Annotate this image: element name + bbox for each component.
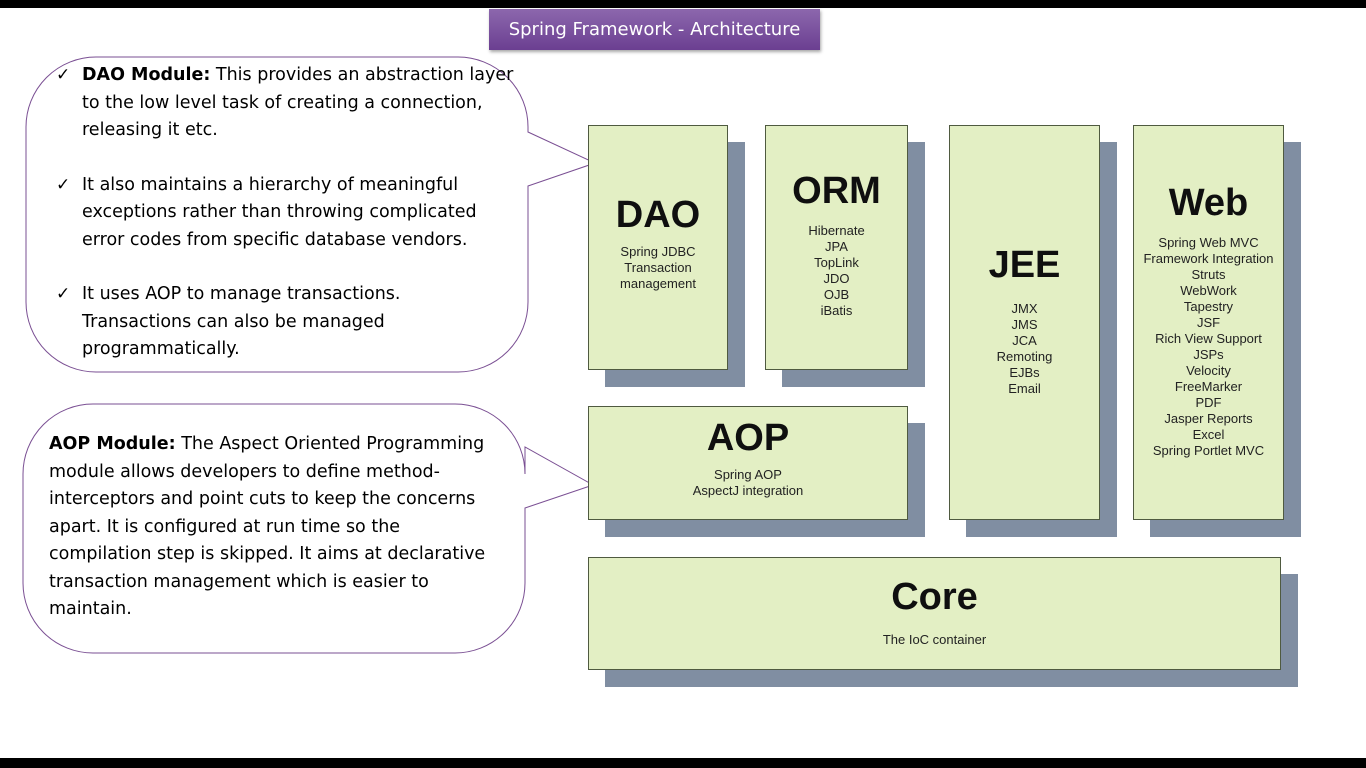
module-name: JEE xyxy=(988,244,1061,286)
module-item: Spring AOP xyxy=(714,467,782,482)
module-item: JSPs xyxy=(1193,347,1224,362)
module-item: JMS xyxy=(1011,317,1038,332)
dao-callout-bubble xyxy=(25,56,597,373)
module-item: JCA xyxy=(1012,333,1037,348)
dao-callout-item: ✓ It also maintains a hierarchy of meani… xyxy=(54,172,514,255)
module-item: JDO xyxy=(823,271,850,286)
dao-callout-item: ✓ It uses AOP to manage transactions. Tr… xyxy=(54,281,514,364)
module-item: Tapestry xyxy=(1183,299,1234,314)
top-bar xyxy=(0,0,1366,8)
module-item: OJB xyxy=(823,287,850,302)
module-item: management xyxy=(620,276,696,291)
module-item: Velocity xyxy=(1186,363,1231,378)
module-item: Excel xyxy=(1192,427,1225,442)
module-item: JSF xyxy=(1196,315,1221,330)
jee-module-block: JEE JMX JMS JCA Remoting EJBs Email xyxy=(949,125,1100,520)
module-item: Transaction xyxy=(624,260,692,275)
check-mark-icon: ✓ xyxy=(56,174,71,195)
module-item: Hibernate xyxy=(808,223,865,238)
dao-callout: ✓ DAO Module: This provides an abstracti… xyxy=(54,62,514,364)
module-item: PDF xyxy=(1195,395,1222,410)
module-item: Spring JDBC xyxy=(620,244,696,259)
check-mark-icon: ✓ xyxy=(56,284,71,304)
module-name: Core xyxy=(891,576,978,618)
slide-title: Spring Framework - Architecture xyxy=(489,9,820,50)
module-item: Jasper Reports xyxy=(1164,411,1253,426)
orm-module-block: ORM Hibernate JPA TopLink JDO OJB iBatis xyxy=(765,125,908,370)
module-item: Spring Web MVC xyxy=(1158,235,1259,250)
module-item: JPA xyxy=(825,239,848,254)
module-name: ORM xyxy=(792,170,881,212)
module-name: AOP xyxy=(706,417,790,459)
bottom-bar xyxy=(0,758,1366,768)
check-mark-icon: ✓ xyxy=(56,65,71,85)
aop-callout-bubble xyxy=(22,403,595,654)
core-module-block: Core The IoC container xyxy=(588,557,1281,670)
module-item: TopLink xyxy=(814,255,859,270)
module-name: DAO xyxy=(615,194,701,236)
module-name: Web xyxy=(1168,182,1249,224)
module-item: Email xyxy=(1008,381,1041,396)
dao-callout-item: ✓ DAO Module: This provides an abstracti… xyxy=(54,62,514,145)
web-module-block: Web Spring Web MVC Framework Integration… xyxy=(1133,125,1284,520)
module-item: The IoC container xyxy=(882,632,987,647)
module-item: Remoting xyxy=(996,349,1053,364)
module-item: Struts xyxy=(1191,267,1226,282)
module-item: iBatis xyxy=(820,303,853,318)
module-item: Spring Portlet MVC xyxy=(1152,443,1265,458)
module-item: FreeMarker xyxy=(1174,379,1243,394)
dao-module-block: DAO Spring JDBC Transaction management xyxy=(588,125,728,370)
module-item: WebWork xyxy=(1180,283,1237,298)
module-item: Rich View Support xyxy=(1155,331,1262,346)
module-item: EJBs xyxy=(1009,365,1040,380)
module-item: Framework Integration xyxy=(1143,251,1274,266)
aop-callout: AOP Module: The Aspect Oriented Programm… xyxy=(49,434,486,619)
module-item: JMX xyxy=(1011,301,1038,316)
module-item: AspectJ integration xyxy=(692,483,804,498)
aop-module-block: AOP Spring AOP AspectJ integration xyxy=(588,406,908,520)
